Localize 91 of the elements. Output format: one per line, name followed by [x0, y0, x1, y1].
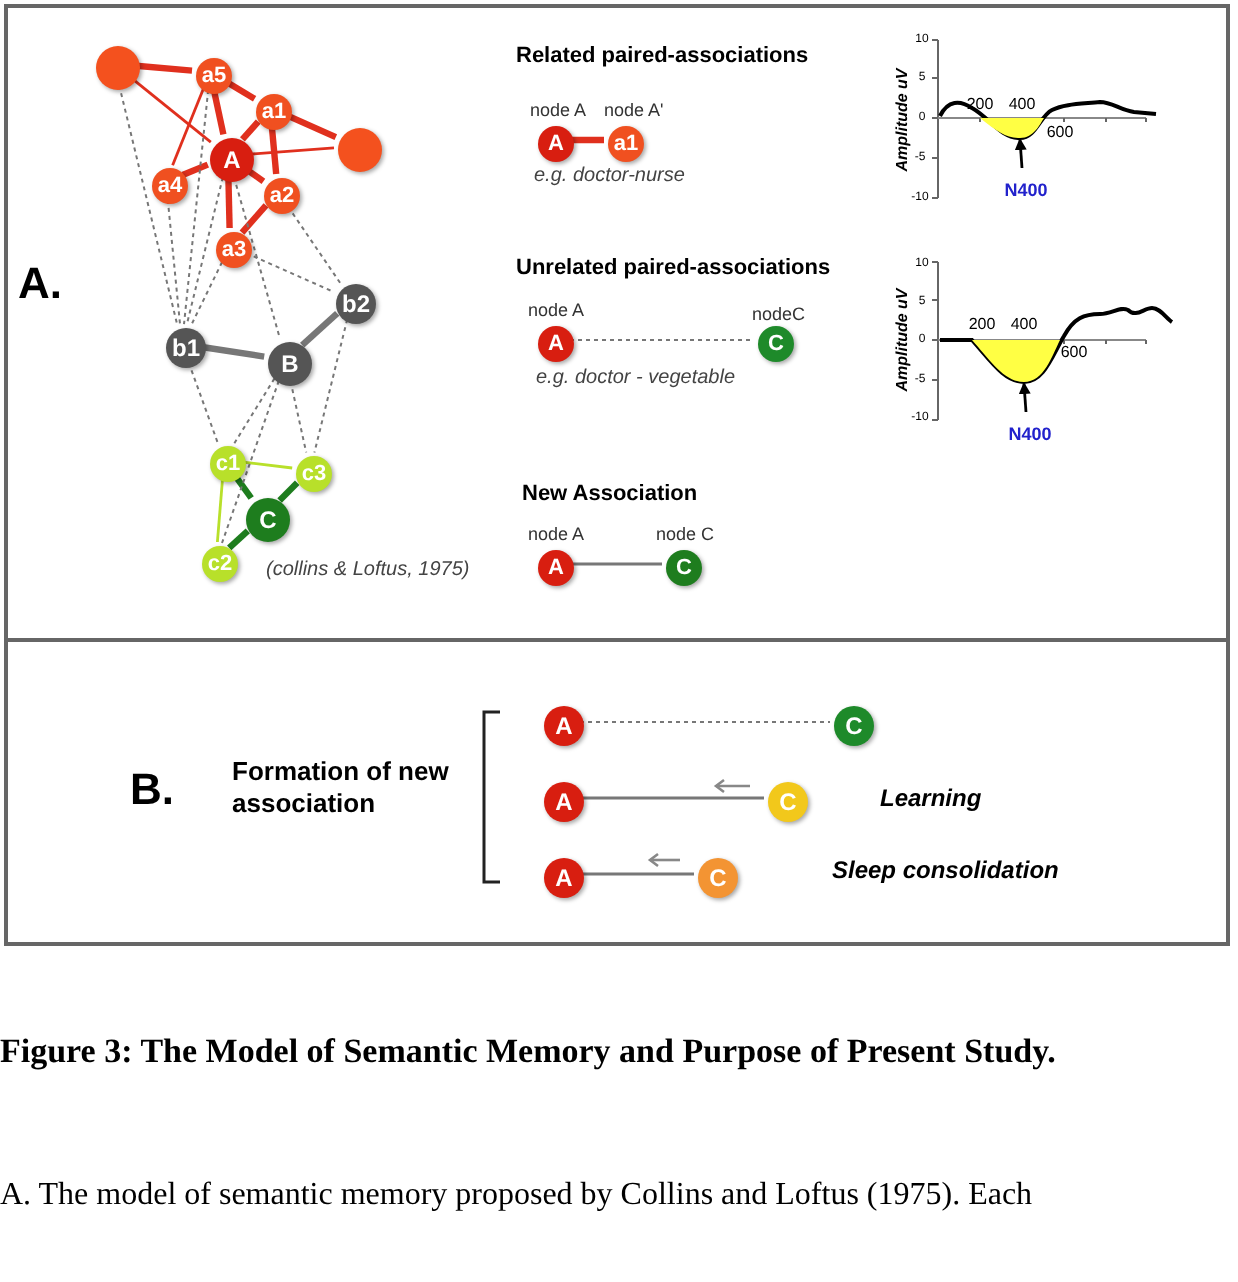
axis-tick-label: 400: [1008, 95, 1036, 113]
dashed-connector: [183, 89, 210, 326]
connector-line: [243, 166, 266, 184]
axis-tick-label: 600: [1046, 123, 1074, 141]
connector-line: [181, 161, 210, 178]
connector-line: [240, 119, 261, 142]
concept-node: C: [698, 858, 738, 898]
concept-node: A: [544, 782, 584, 822]
axis-tick-label: 600: [1060, 343, 1088, 361]
connector-line: [570, 136, 604, 144]
connector-line: [580, 872, 694, 876]
figure-caption: Figure 3: The Model of Semantic Memory and Purpose of Present Study.: [0, 1032, 1056, 1072]
concept-node: C: [834, 706, 874, 746]
connector-line: [130, 76, 212, 144]
section-heading: New Association: [522, 482, 698, 506]
stage-label: Learning: [880, 784, 982, 812]
concept-node: C: [768, 782, 808, 822]
dashed-connector: [232, 377, 276, 446]
figure-panel: [4, 638, 1230, 946]
node-caption: node A: [530, 100, 587, 120]
arrow: [1014, 138, 1027, 169]
citation-text: (collins & Loftus, 1975): [266, 559, 470, 581]
concept-node: b1: [166, 328, 206, 368]
concept-node: a1: [608, 126, 644, 162]
section-heading: Unrelated paired-associations: [516, 256, 831, 280]
concept-node: A: [538, 550, 574, 586]
dashed-connector: [189, 261, 223, 327]
connector-line: [216, 477, 224, 543]
concept-node: C: [666, 550, 702, 586]
figure-panel: [4, 4, 1230, 642]
connector-line: [241, 460, 293, 470]
connector-line: [135, 62, 193, 74]
panel-letter: B.: [130, 764, 174, 816]
connector-line: [171, 88, 205, 166]
section-heading: Formation of new association: [232, 756, 451, 820]
concept-node: a4: [152, 168, 188, 204]
concept-node: [338, 128, 382, 172]
concept-node: A: [544, 858, 584, 898]
connector-line: [249, 146, 335, 156]
connector-line: [223, 78, 257, 102]
connector-line: [300, 311, 340, 348]
concept-node: C: [758, 326, 794, 362]
panel-letter: A.: [18, 258, 62, 310]
body-text: A. The model of semantic memory proposed by Collins and Loftus (1975). Each: [0, 1178, 1033, 1214]
connector-line: [239, 203, 269, 235]
concept-node: A: [538, 326, 574, 362]
axis-title: Amplitude uV: [893, 68, 911, 172]
connector-line: [570, 562, 662, 566]
node-caption: node A: [528, 524, 585, 544]
concept-node: c1: [210, 446, 246, 482]
arrow: [1018, 382, 1031, 413]
node-caption: nodeC: [752, 304, 806, 324]
example-text: e.g. doctor-nurse: [534, 165, 685, 187]
connector-line: [268, 125, 280, 175]
node-caption: node A: [528, 300, 585, 320]
connector-line: [225, 177, 233, 229]
node-caption: node A': [604, 100, 664, 120]
concept-node: A: [210, 138, 254, 182]
axis-tick-label: 400: [1010, 315, 1038, 333]
connector-line: [277, 480, 300, 503]
node-caption: node C: [656, 524, 715, 544]
concept-node: a3: [216, 232, 252, 268]
example-text: e.g. doctor - vegetable: [536, 367, 736, 389]
peak-label: N400: [1004, 180, 1048, 200]
concept-node: c3: [296, 456, 332, 492]
concept-node: a2: [264, 178, 300, 214]
section-heading: Related paired-associations: [516, 44, 809, 68]
dashed-connector: [185, 176, 224, 326]
concept-node: B: [268, 342, 312, 386]
dashed-connector: [313, 318, 349, 454]
concept-node: A: [538, 126, 574, 162]
peak-label: N400: [1008, 424, 1052, 444]
shaded-peak-area: [972, 340, 1060, 382]
connector-line: [231, 472, 254, 500]
concept-node: c2: [202, 546, 238, 582]
concept-node: b2: [336, 284, 376, 324]
concept-node: A: [544, 706, 584, 746]
concept-node: [96, 46, 140, 90]
dashed-connector: [221, 379, 280, 544]
stage-label: Sleep consolidation: [832, 856, 1059, 884]
concept-node: a5: [196, 58, 232, 94]
connector-line: [201, 343, 265, 360]
connector-line: [227, 528, 250, 551]
connector-line: [285, 112, 338, 141]
axis-tick-label: 200: [968, 315, 996, 333]
connector-line: [210, 88, 227, 136]
connector-line: [580, 796, 764, 800]
concept-node: a1: [256, 94, 292, 130]
axis-title: Amplitude uV: [893, 288, 911, 392]
concept-node: C: [246, 498, 290, 542]
shaded-peak-area: [980, 118, 1044, 138]
